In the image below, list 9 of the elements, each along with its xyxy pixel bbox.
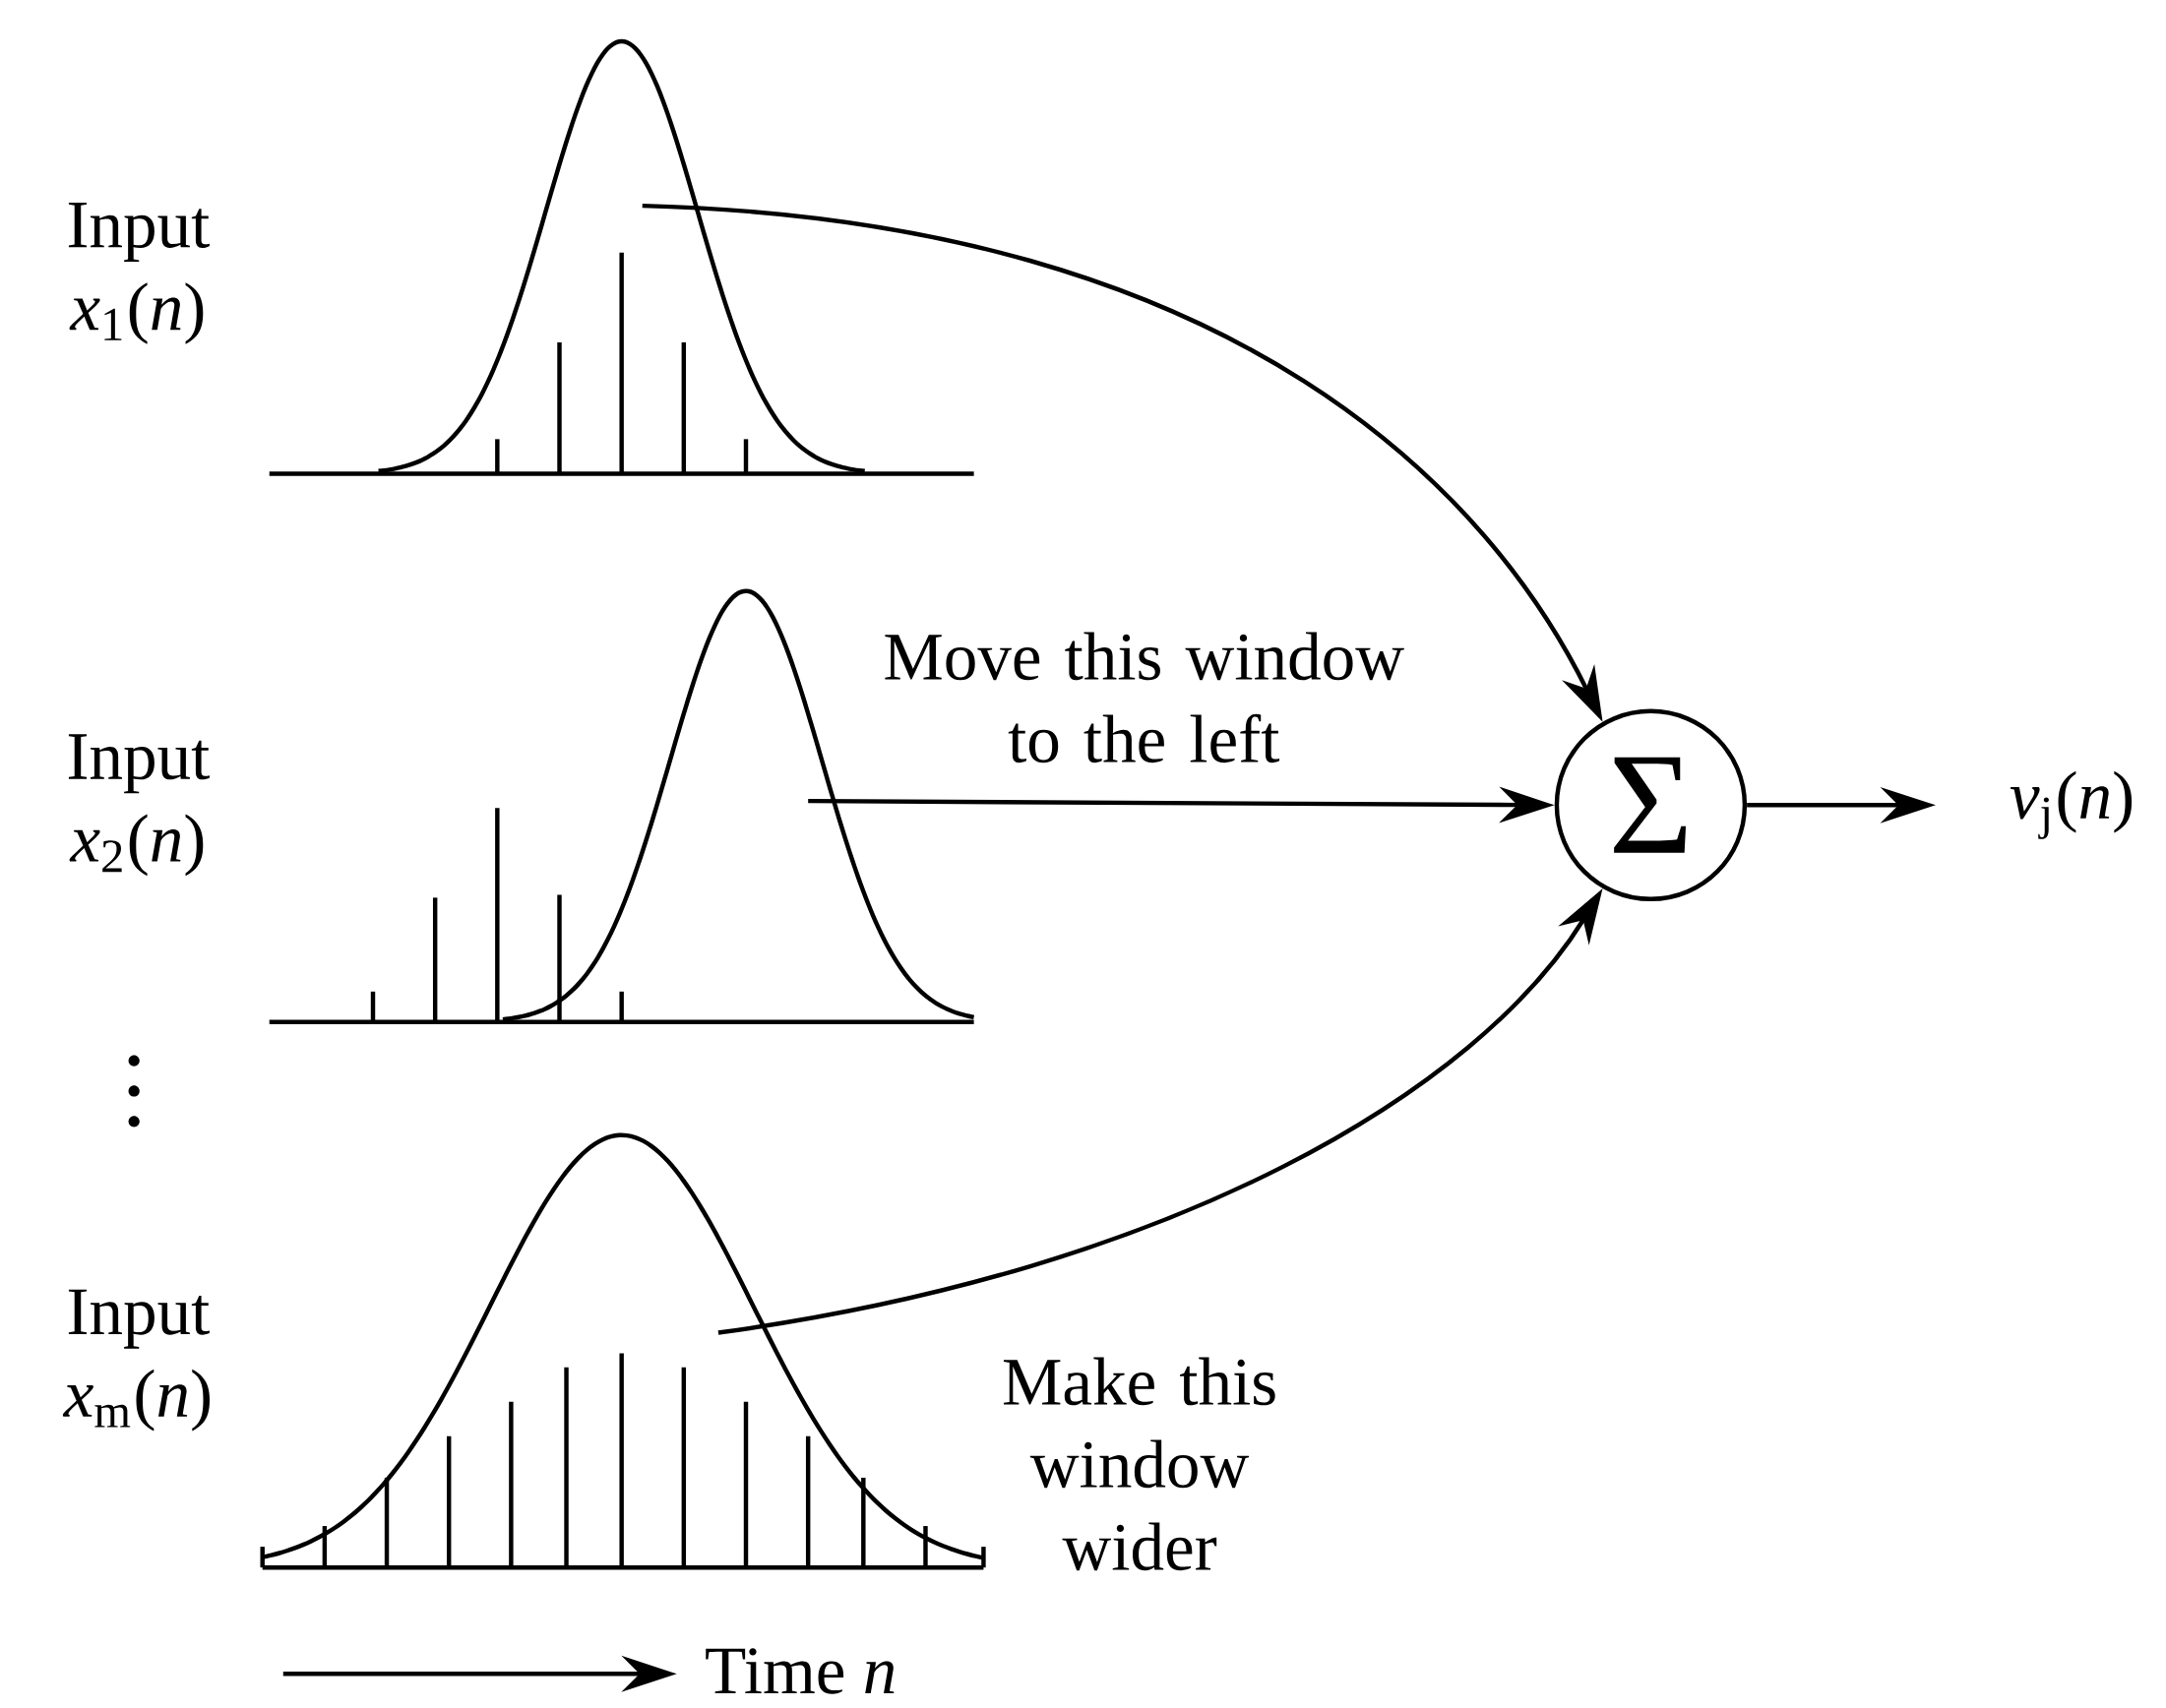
input-label: Input x$_{m}$(n)	[62, 1289, 210, 1432]
axis-label: Time n	[706, 1648, 895, 1694]
input-label: Input x$_{2}$(n)	[68, 734, 210, 877]
annotation-text: Make this window wider	[1003, 1357, 1275, 1570]
window-plot-drawing	[260, 1132, 986, 1570]
input-label: v$_{j}$(n)	[2010, 770, 2133, 839]
input-label: Input x$_{1}$(n)	[68, 202, 210, 344]
window-plot-drawing	[269, 38, 974, 476]
annotation-text: Move this window to the left	[885, 632, 1404, 762]
